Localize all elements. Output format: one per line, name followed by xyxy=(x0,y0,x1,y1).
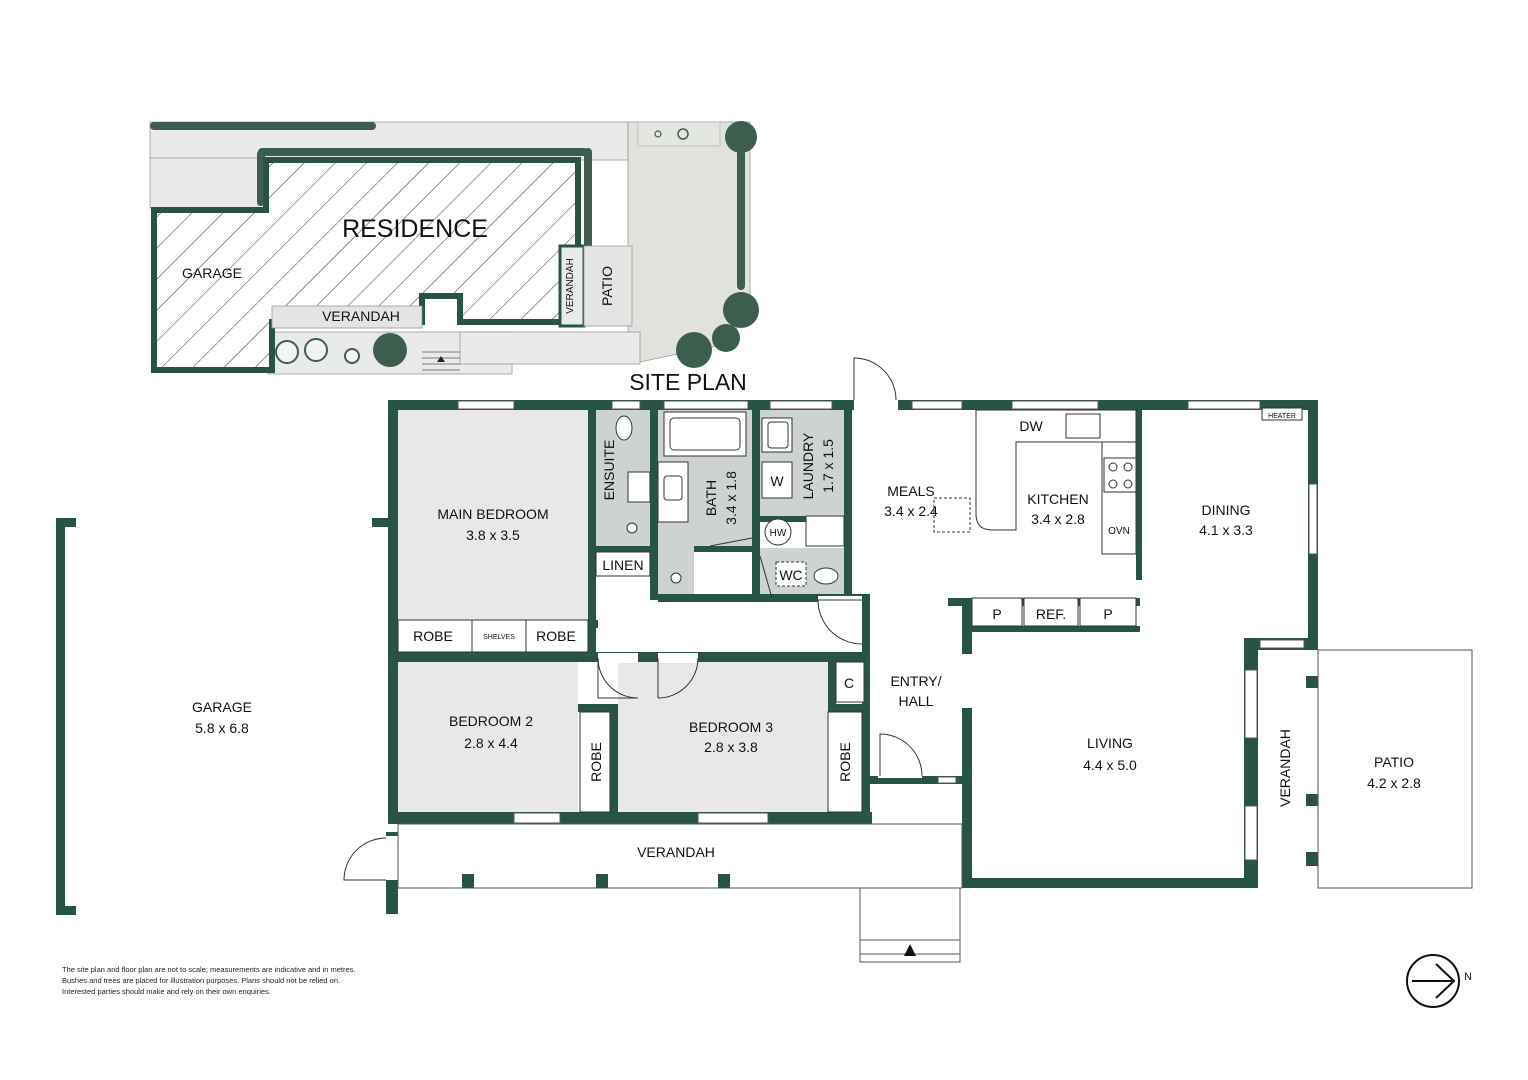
living-size: 4.4 x 5.0 xyxy=(1083,757,1137,773)
cupboard-label: C xyxy=(844,675,854,691)
site-side-verandah-label: VERANDAH xyxy=(565,258,576,314)
garage-name: GARAGE xyxy=(192,699,252,715)
pantry-b-label: P xyxy=(1103,606,1112,622)
heater-label: HEATER xyxy=(1268,413,1296,420)
compass-label: N xyxy=(1464,971,1472,983)
site-patio-label: PATIO xyxy=(599,266,615,306)
laundry-name: LAUNDRY xyxy=(800,432,816,499)
fridge-label: REF. xyxy=(1036,606,1066,622)
site-plan: RESIDENCE GARAGE VERANDAH VERANDAH PATIO… xyxy=(149,121,759,395)
laundry-size: 1.7 x 1.5 xyxy=(820,439,836,493)
site-residence-label: RESIDENCE xyxy=(342,215,488,243)
living-name: LIVING xyxy=(1087,735,1133,751)
patio-size: 4.2 x 2.8 xyxy=(1367,775,1421,791)
verandah-side-name: VERANDAH xyxy=(1277,729,1293,807)
front-verandah xyxy=(397,676,1318,963)
room-labels: MAIN BEDROOM 3.8 x 3.5 ENSUITE BATH 3.4 … xyxy=(192,432,1421,860)
disclaimer-line: The site plan and floor plan are not to … xyxy=(62,965,356,974)
ensuite-name: ENSUITE xyxy=(601,440,617,501)
washer-label: W xyxy=(770,473,784,489)
disclaimer-line: Bushes and trees are placed for illustra… xyxy=(62,976,341,985)
linen-label: LINEN xyxy=(602,557,643,573)
doors xyxy=(343,357,972,881)
garage-size: 5.8 x 6.8 xyxy=(195,720,249,736)
bath-size: 3.4 x 1.8 xyxy=(723,471,739,525)
main-bedroom-name: MAIN BEDROOM xyxy=(437,506,548,522)
built-ins xyxy=(397,407,1303,813)
wc-label: WC xyxy=(779,567,802,583)
windows xyxy=(457,400,1318,861)
patio-name: PATIO xyxy=(1374,754,1414,770)
site-plan-title: SITE PLAN xyxy=(629,369,747,395)
meals-size: 3.4 x 2.4 xyxy=(884,503,938,519)
site-garage-label: GARAGE xyxy=(182,265,242,281)
robe-b-label: ROBE xyxy=(536,628,576,644)
kitchen-size: 3.4 x 2.8 xyxy=(1031,511,1085,527)
entry-line2: HALL xyxy=(898,693,933,709)
hot-water-label: HW xyxy=(770,528,787,539)
hedge xyxy=(150,122,745,290)
site-verandah-label: VERANDAH xyxy=(322,308,400,324)
disclaimer-line: Interested parties should make and rely … xyxy=(62,987,271,996)
dining-name: DINING xyxy=(1202,502,1251,518)
meals-name: MEALS xyxy=(887,483,934,499)
bedroom2-size: 2.8 x 4.4 xyxy=(464,735,518,751)
disclaimer: The site plan and floor plan are not to … xyxy=(62,964,482,997)
pantry-a-label: P xyxy=(992,606,1001,622)
shelves-label: SHELVES xyxy=(483,634,515,641)
verandah-front-name: VERANDAH xyxy=(637,844,715,860)
main-bedroom-size: 3.8 x 3.5 xyxy=(466,527,520,543)
bedroom2-name: BEDROOM 2 xyxy=(449,713,533,729)
tree-icon xyxy=(275,121,759,368)
robe-a-label: ROBE xyxy=(413,628,453,644)
dishwasher-label: DW xyxy=(1019,418,1043,434)
bedroom3-name: BEDROOM 3 xyxy=(689,719,773,735)
kitchen-name: KITCHEN xyxy=(1027,491,1088,507)
entry-line1: ENTRY/ xyxy=(890,673,941,689)
robe-bed2-label: ROBE xyxy=(588,742,604,782)
fixture-labels: LINEN ROBE SHELVES ROBE ROBE ROBE C WC H… xyxy=(413,413,1296,782)
floor-fills xyxy=(398,410,1473,889)
bath-name: BATH xyxy=(703,480,719,516)
north-compass-icon: N xyxy=(1406,954,1472,1008)
robe-bed3-label: ROBE xyxy=(837,742,853,782)
bedroom3-size: 2.8 x 3.8 xyxy=(704,739,758,755)
dining-size: 4.1 x 3.3 xyxy=(1199,522,1253,538)
oven-label: OVN xyxy=(1108,526,1130,537)
